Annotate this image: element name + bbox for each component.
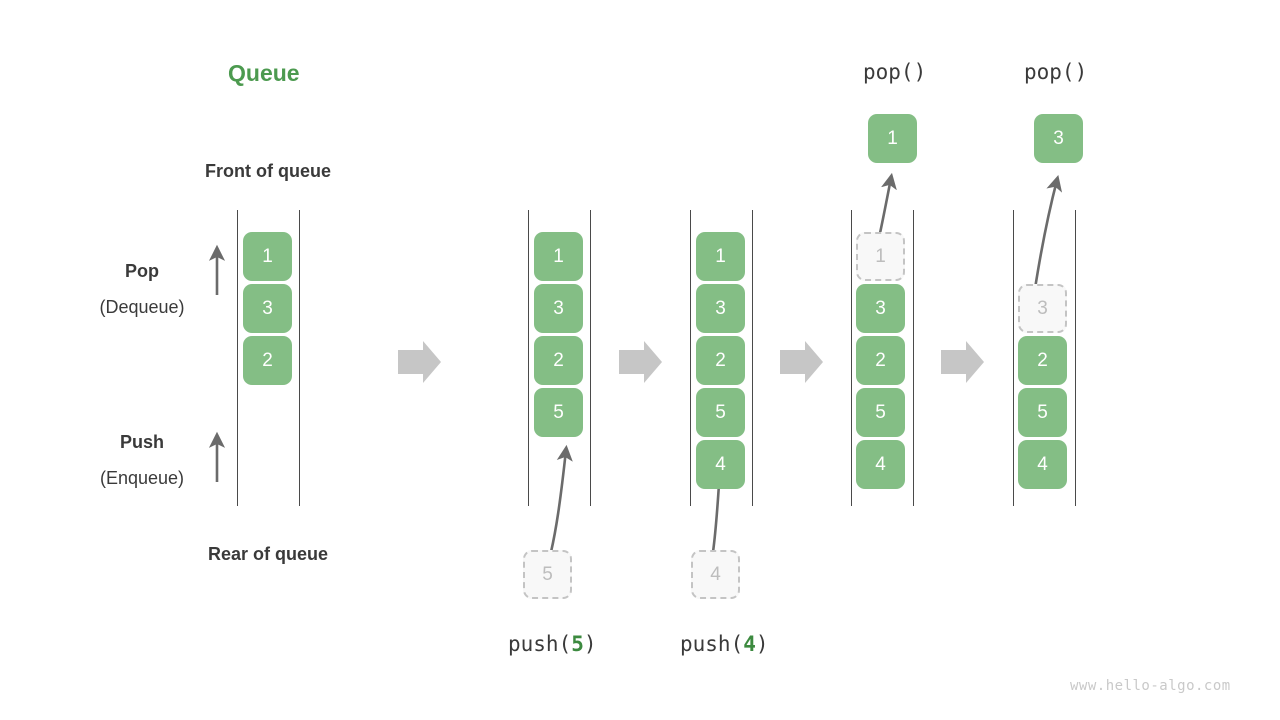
queue-rail-right-stage1 [299,210,300,506]
front-of-queue-label: Front of queue [205,161,331,181]
queue-cell: 5 [534,388,583,437]
queue-rail-left-stage3 [690,210,691,506]
queue-rail-right-stage2 [590,210,591,506]
push4-caption: push(4) [680,632,769,656]
queue-cell: 1 [534,232,583,281]
queue-cell: 1 [696,232,745,281]
queue-rail-right-stage5 [1075,210,1076,506]
push-label: Push [119,432,164,452]
queue-cell: 5 [696,388,745,437]
rear-of-queue-label: Rear of queue [207,544,329,564]
queue-rail-right-stage4 [913,210,914,506]
pop1-caption: pop() [863,60,927,84]
queue-rail-left-stage5 [1013,210,1014,506]
queue-cell: 3 [696,284,745,333]
queue-cell: 2 [856,336,905,385]
queue-cell: 2 [243,336,292,385]
page-title: Queue [228,60,300,86]
pop-label: Pop [125,261,159,281]
push5-suffix: ) [583,632,597,656]
popped-out-cell: 3 [1034,114,1083,163]
stage-block-arrow-3 [780,341,823,383]
popped-out-cell: 1 [868,114,917,163]
queue-cell: 4 [856,440,905,489]
popped-ghost-slot: 1 [856,232,905,281]
push4-arg: 4 [743,632,756,656]
queue-rail-left-stage1 [237,210,238,506]
queue-rail-right-stage3 [752,210,753,506]
queue-cell: 5 [856,388,905,437]
popped-ghost-slot: 3 [1018,284,1067,333]
queue-rail-left-stage2 [528,210,529,506]
incoming-ghost-cell: 4 [691,550,740,599]
queue-cell: 4 [1018,440,1067,489]
queue-cell: 3 [243,284,292,333]
push5-curve-arrow [549,444,573,553]
push5-prefix: push( [508,632,572,656]
stage-block-arrow-1 [398,341,441,383]
push4-suffix: ) [755,632,769,656]
queue-cell: 3 [856,284,905,333]
push4-prefix: push( [680,632,744,656]
stage-block-arrow-2 [619,341,662,383]
watermark: www.hello-algo.com [1070,678,1231,694]
push-sublabel: (Enqueue) [99,468,185,488]
push5-caption: push(5) [508,632,597,656]
incoming-ghost-cell: 5 [523,550,572,599]
queue-rail-left-stage4 [851,210,852,506]
queue-cell: 2 [696,336,745,385]
queue-cell: 2 [534,336,583,385]
pop2-caption: pop() [1024,60,1088,84]
queue-cell: 1 [243,232,292,281]
queue-cell: 2 [1018,336,1067,385]
queue-cell: 5 [1018,388,1067,437]
stage-block-arrow-4 [941,341,984,383]
queue-cell: 4 [696,440,745,489]
push5-arg: 5 [571,632,584,656]
pop-sublabel: (Dequeue) [99,297,185,317]
queue-cell: 3 [534,284,583,333]
